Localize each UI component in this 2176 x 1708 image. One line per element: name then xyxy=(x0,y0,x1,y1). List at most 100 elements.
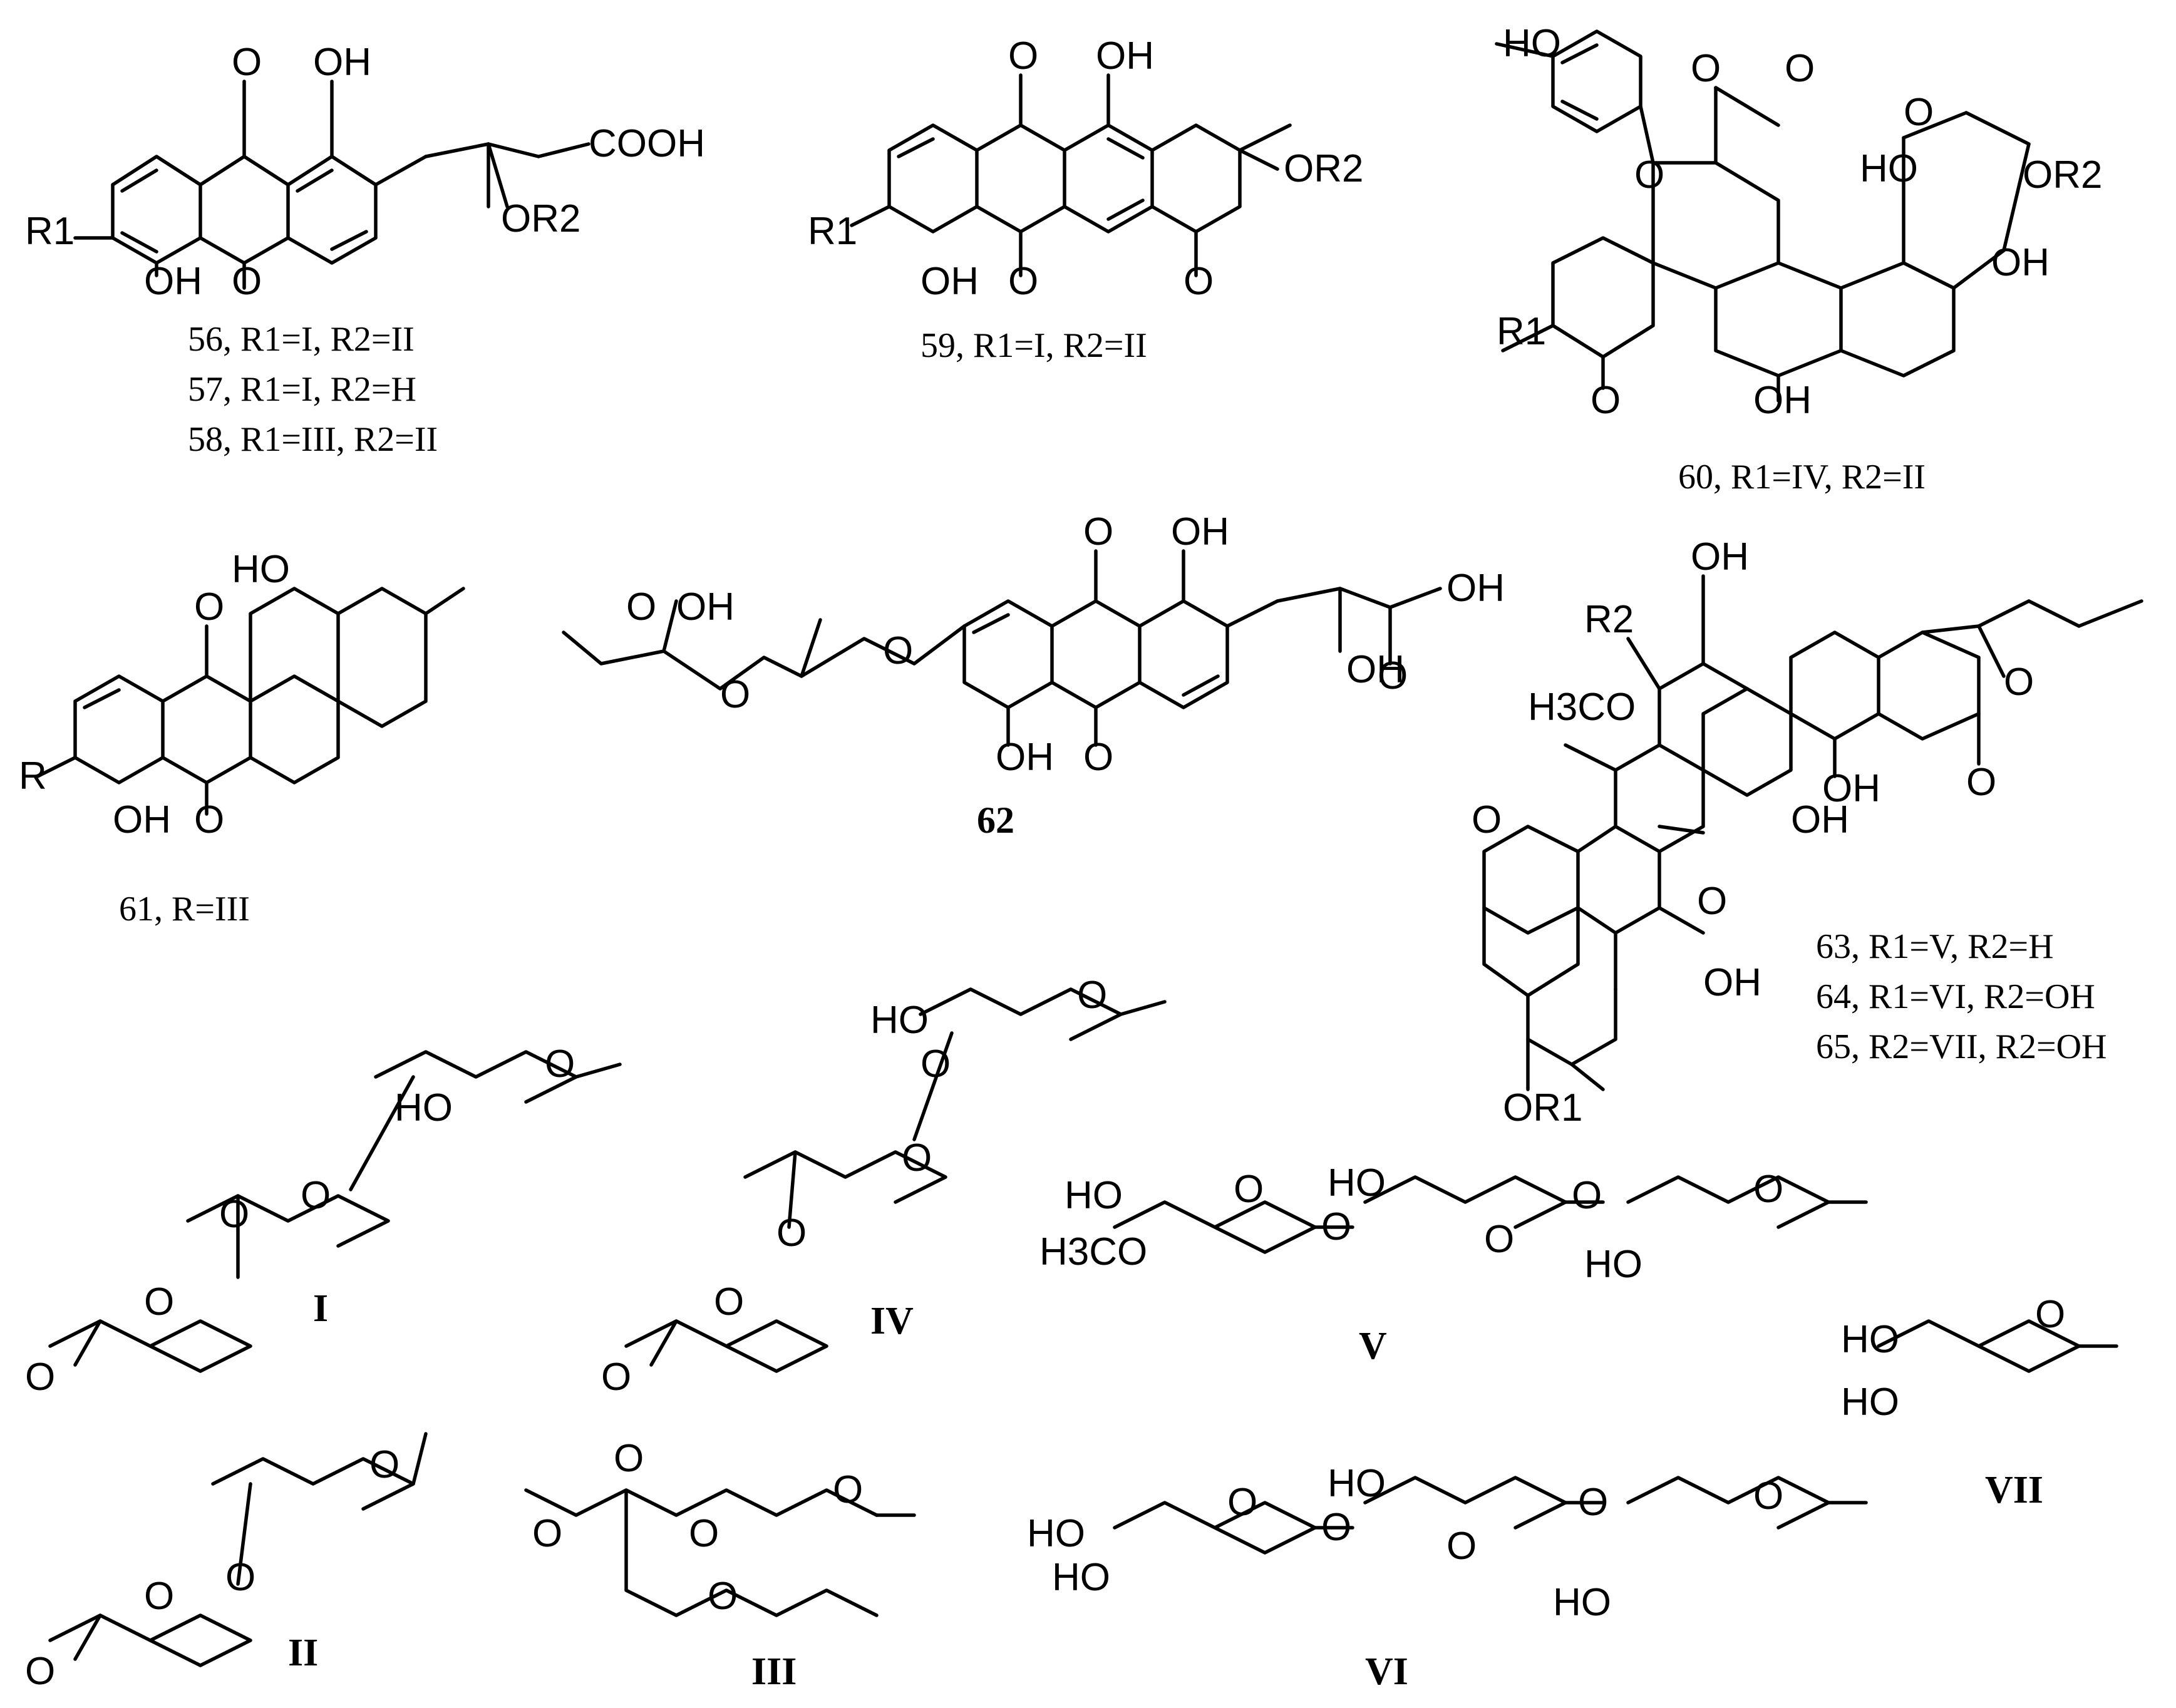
atom-ho: HO xyxy=(1328,1161,1386,1205)
caption-62: 62 xyxy=(977,800,1014,841)
structure-63-65: OH R2 H3CO O O OH OH O O OH OR1 63, R1=V… xyxy=(1472,535,2143,1129)
atom-o: O xyxy=(369,1443,400,1486)
atom-o: O xyxy=(1083,736,1113,779)
atom-ho: HO xyxy=(1503,22,1561,65)
atom-oh: OH xyxy=(920,260,979,303)
atom-o: O xyxy=(1753,1168,1783,1211)
atom-o: O xyxy=(1227,1481,1257,1524)
atom-o: O xyxy=(1083,510,1113,553)
atom-o: O xyxy=(720,673,750,716)
atom-r: R xyxy=(19,754,47,798)
caption-57: 57, R1=I, R2=H xyxy=(188,370,416,409)
atom-o: O xyxy=(1753,1474,1783,1518)
atom-oh: OH xyxy=(1703,961,1761,1004)
atom-ho: HO xyxy=(1584,1243,1642,1286)
atom-o: O xyxy=(714,1280,744,1324)
atom-o: O xyxy=(219,1193,249,1236)
atom-oh: OH xyxy=(1446,567,1505,610)
atom-o: O xyxy=(25,1650,55,1693)
caption-64: 64, R1=VI, R2=OH xyxy=(1816,977,2095,1016)
sugar-label-VI: VI xyxy=(1365,1650,1408,1693)
atom-o: O xyxy=(1234,1168,1264,1211)
caption-60: 60, R1=IV, R2=II xyxy=(1678,458,1926,496)
sugar-I: O O O O HO O I xyxy=(25,1042,622,1399)
atom-o: O xyxy=(883,629,913,672)
atom-oh: OH xyxy=(1822,767,1880,810)
atom-o: O xyxy=(1378,654,1408,697)
atom-o: O xyxy=(1484,1218,1514,1261)
atom-oh: OH xyxy=(1791,798,1849,841)
structure-62: O OH O OH OH O OH O O O OH 62 xyxy=(562,510,1505,841)
structure-61: HO O O OH R 61, R=III xyxy=(19,548,465,929)
atom-o: O xyxy=(25,1356,55,1399)
atom-r2: R2 xyxy=(1584,598,1634,641)
atom-o: O xyxy=(1578,1481,1608,1524)
atom-h3co: H3CO xyxy=(1528,686,1636,729)
atom-o: O xyxy=(833,1468,863,1511)
atom-o: O xyxy=(689,1512,719,1555)
atom-ho: HO xyxy=(1841,1318,1899,1361)
atom-cooh: COOH xyxy=(589,122,705,165)
caption-65: 65, R2=VII, R2=OH xyxy=(1816,1027,2107,1066)
atom-o: O xyxy=(626,585,656,629)
atom-o: O xyxy=(1697,880,1727,923)
atom-ho: HO xyxy=(1027,1512,1085,1555)
atom-oh: OH xyxy=(313,41,371,84)
atom-oh: OH xyxy=(1096,34,1154,78)
atom-ho: HO xyxy=(1065,1174,1123,1217)
atom-r1: R1 xyxy=(808,210,857,253)
atom-ho: HO xyxy=(1841,1381,1899,1424)
atom-o: O xyxy=(1077,974,1107,1017)
atom-o: O xyxy=(1966,761,1996,804)
atom-or2: OR2 xyxy=(2023,153,2102,197)
atom-o: O xyxy=(614,1437,644,1480)
atom-o: O xyxy=(144,1575,174,1618)
atom-oh: OH xyxy=(1346,648,1405,691)
sugar-VI: HO HO O O HO O O HO O VI xyxy=(1027,1462,1868,1693)
atom-o: O xyxy=(601,1356,631,1399)
atom-ho: HO xyxy=(232,548,290,591)
atom-oh: OH xyxy=(1691,535,1749,579)
atom-ho: HO xyxy=(394,1086,453,1129)
atom-o: O xyxy=(1591,379,1621,422)
atom-o: O xyxy=(144,1280,174,1324)
atom-o: O xyxy=(225,1556,255,1599)
atom-o: O xyxy=(708,1575,738,1618)
atom-ho: HO xyxy=(870,999,929,1042)
atom-or1: OR1 xyxy=(1503,1086,1582,1129)
atom-o: O xyxy=(194,798,224,841)
atom-oh: OH xyxy=(1753,379,1812,422)
atom-ho: HO xyxy=(1553,1581,1611,1624)
atom-o: O xyxy=(2035,1293,2065,1336)
atom-o: O xyxy=(194,585,224,629)
caption-61: 61, R=III xyxy=(119,890,250,929)
atom-o: O xyxy=(545,1042,575,1086)
atom-o: O xyxy=(232,41,262,84)
sugar-label-IV: IV xyxy=(870,1300,914,1342)
atom-oh: OH xyxy=(144,260,202,303)
atom-o: O xyxy=(1472,798,1502,841)
sugar-III: O O O O O III xyxy=(524,1437,916,1693)
atom-h3co: H3CO xyxy=(1039,1230,1147,1273)
atom-o: O xyxy=(532,1512,562,1555)
atom-oh: OH xyxy=(996,736,1054,779)
sugar-II: O O O O II xyxy=(25,1432,428,1693)
atom-o: O xyxy=(776,1212,807,1255)
atom-o: O xyxy=(232,260,262,303)
atom-o: O xyxy=(1008,34,1038,78)
sugar-IV: O O O O HO O O IV xyxy=(601,974,1167,1399)
atom-oh: OH xyxy=(1171,510,1229,553)
sugar-label-I: I xyxy=(313,1287,328,1330)
caption-63: 63, R1=V, R2=H xyxy=(1816,927,2054,966)
caption-56: 56, R1=I, R2=II xyxy=(188,320,415,359)
atom-r1: R1 xyxy=(1497,310,1546,353)
atom-o: O xyxy=(1321,1205,1351,1248)
atom-oh: OH xyxy=(113,798,171,841)
sugar-V: HO H3CO O O HO O O HO O V xyxy=(1039,1161,1868,1367)
sugar-VII: HO HO O VII xyxy=(1841,1293,2118,1511)
atom-or2: OR2 xyxy=(1284,147,1363,190)
atom-ho: HO xyxy=(1328,1462,1386,1505)
caption-59: 59, R1=I, R2=II xyxy=(920,326,1147,365)
atom-r1: R1 xyxy=(25,210,75,253)
